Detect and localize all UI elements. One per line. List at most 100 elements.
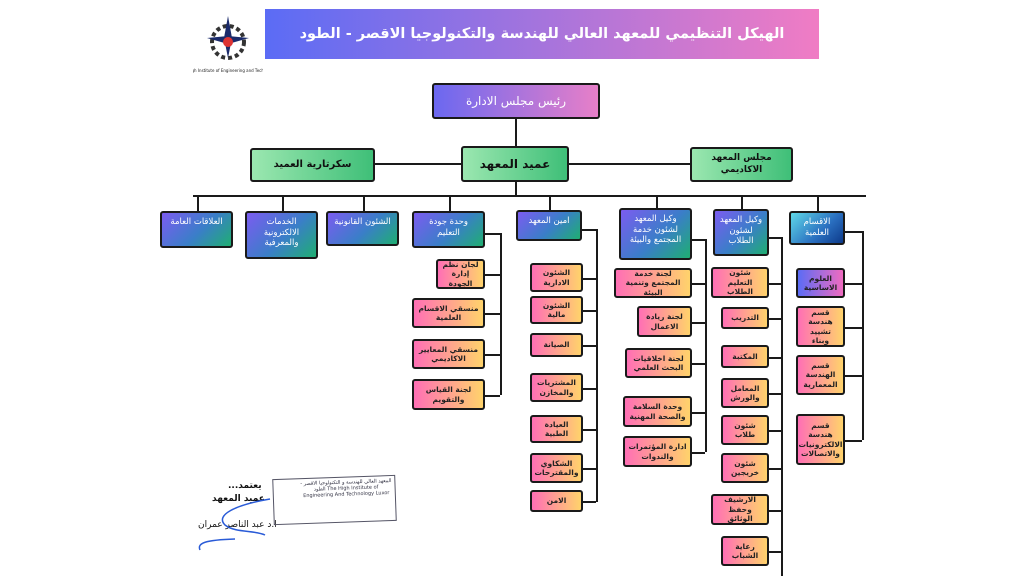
connector-line: [582, 229, 596, 231]
sub-unit-box: الصيانة: [530, 333, 583, 357]
sub-unit-box: وحدة السلامة والصحة المهنية: [623, 396, 692, 427]
connector-line: [769, 318, 781, 320]
connector-line: [769, 430, 781, 432]
connector-line: [363, 196, 365, 211]
connector-line: [845, 327, 862, 329]
connector-line: [741, 196, 743, 209]
connector-line: [583, 345, 596, 347]
sub-unit-box: العيادة الطبية: [530, 415, 583, 443]
connector-line: [656, 196, 658, 208]
signer-name: ا.د عبد الناصر عمران: [198, 520, 277, 530]
connector-line: [769, 237, 781, 239]
connector-line: [845, 283, 862, 285]
unit-box: الخدمات الالكترونية والمعرفية: [245, 211, 318, 259]
connector-line: [862, 231, 864, 441]
unit-box: وحدة جودة التعليم: [412, 211, 485, 248]
sub-unit-box: قسم الهندسة المعمارية: [796, 355, 845, 395]
unit-box: الشئون القانونية: [326, 211, 399, 246]
connector-line: [769, 357, 781, 359]
sub-unit-box: قسم هندسة الالكترونيات والاتصالات: [796, 414, 845, 465]
connector-line: [692, 283, 705, 285]
connector-line: [692, 322, 705, 324]
connector-line: [485, 395, 500, 397]
connector-line: [583, 310, 596, 312]
connector-line: [781, 237, 783, 576]
connector-line: [515, 182, 517, 196]
sub-unit-box: المشتريات والمخازن: [530, 373, 583, 402]
sub-unit-box: المكتبة: [721, 345, 769, 368]
connector-line: [692, 363, 705, 365]
connector-line: [449, 196, 451, 211]
connector-line: [845, 440, 862, 442]
institute-logo: The High Institute of Engineering and Te…: [178, 8, 278, 76]
connector-line: [583, 468, 596, 470]
sub-unit-box: منسقي الاقسام العلمية: [412, 298, 485, 328]
sub-unit-box: شئون خريجين: [721, 453, 769, 483]
connector-line: [769, 551, 781, 553]
sub-unit-box: الشكاوي والمقترحات: [530, 453, 583, 483]
unit-box: امين المعهد: [516, 210, 582, 241]
unit-box: وكيل المعهد لشئون الطلاب: [713, 209, 769, 256]
signer-title: عميد المعهد: [212, 494, 265, 504]
svg-text:The High Institute of Engineer: The High Institute of Engineering and Te…: [193, 68, 263, 73]
connector-line: [197, 196, 199, 211]
connector-line: [485, 354, 500, 356]
connector-line: [485, 274, 500, 276]
unit-box: وكيل المعهد لشئون خدمة المجتمع والبيئة: [619, 208, 692, 260]
connector-line: [485, 313, 500, 315]
connector-line: [583, 278, 596, 280]
connector-line: [515, 118, 517, 146]
sub-unit-box: شئون طلاب: [721, 415, 769, 445]
connector-line: [692, 412, 705, 414]
connector-line: [845, 231, 862, 233]
connector-line: [583, 429, 596, 431]
dean-box: عميد المعهد: [461, 146, 569, 182]
sub-unit-box: لجنة خدمة المجتمع وتنمية البيئة: [614, 268, 692, 298]
sub-unit-box: المعامل والورش: [721, 378, 769, 408]
sub-unit-box: الامن: [530, 490, 583, 512]
unit-box: الاقسام العلمية: [789, 211, 845, 245]
connector-line: [583, 501, 596, 503]
unit-box: العلاقات العامة: [160, 211, 233, 248]
institute-stamp: المعهد العالي للهندسة و التكنولوجيا الاق…: [272, 474, 397, 526]
sub-unit-box: التدريب: [721, 307, 769, 329]
connector-line: [692, 239, 705, 241]
sub-unit-box: لجنة القياس والتقويم: [412, 379, 485, 410]
connector-line: [549, 196, 551, 210]
connector-line: [583, 388, 596, 390]
sub-unit-box: الشئون مالية: [530, 296, 583, 324]
connector-line: [817, 196, 819, 211]
connector-line: [375, 163, 461, 165]
connector-line: [769, 393, 781, 395]
connector-line: [596, 229, 598, 503]
signature-scribble: [198, 498, 271, 551]
sub-unit-box: الارشيف وحفظ الوثائق: [711, 494, 769, 525]
main-horizontal-line: [193, 195, 866, 197]
sub-unit-box: الشئون الادارية: [530, 263, 583, 292]
connector-line: [769, 468, 781, 470]
sub-unit-box: العلوم الاساسية: [796, 268, 845, 298]
sub-unit-box: شئون التعليم الطلاب: [711, 267, 769, 298]
connector-line: [705, 239, 707, 453]
sub-unit-box: لجنة ريادة الاعمال: [637, 306, 692, 337]
connector-line: [769, 510, 781, 512]
sub-unit-box: لجان نظم إدارة الجودة: [436, 259, 485, 289]
council-box: مجلس المعهد الاكاديمي: [690, 147, 793, 182]
connector-line: [769, 283, 781, 285]
secretary-box: سكرتارية العميد: [250, 148, 375, 182]
sub-unit-box: رعاية الشباب: [721, 536, 769, 566]
connector-line: [485, 233, 500, 235]
sub-unit-box: منسقي المعايير الاكاديمي: [412, 339, 485, 369]
sub-unit-box: لجنة اخلاقيات البحث العلمي: [625, 348, 692, 378]
approval-label: يعتمد...: [228, 481, 262, 491]
sub-unit-box: قسم هندسة تشييد وبناء: [796, 306, 845, 347]
connector-line: [845, 375, 862, 377]
chairman-box: رئيس مجلس الادارة: [432, 83, 600, 119]
connector-line: [692, 452, 705, 454]
page-title: الهيكل التنظيمي للمعهد العالي للهندسة وا…: [265, 9, 819, 59]
connector-line: [569, 163, 690, 165]
stamp-text: المعهد العالي للهندسة و التكنولوجيا الاق…: [300, 478, 392, 500]
sub-unit-box: ادارة المؤتمرات والندوات: [623, 436, 692, 467]
connector-line: [500, 233, 502, 396]
connector-line: [282, 196, 284, 211]
